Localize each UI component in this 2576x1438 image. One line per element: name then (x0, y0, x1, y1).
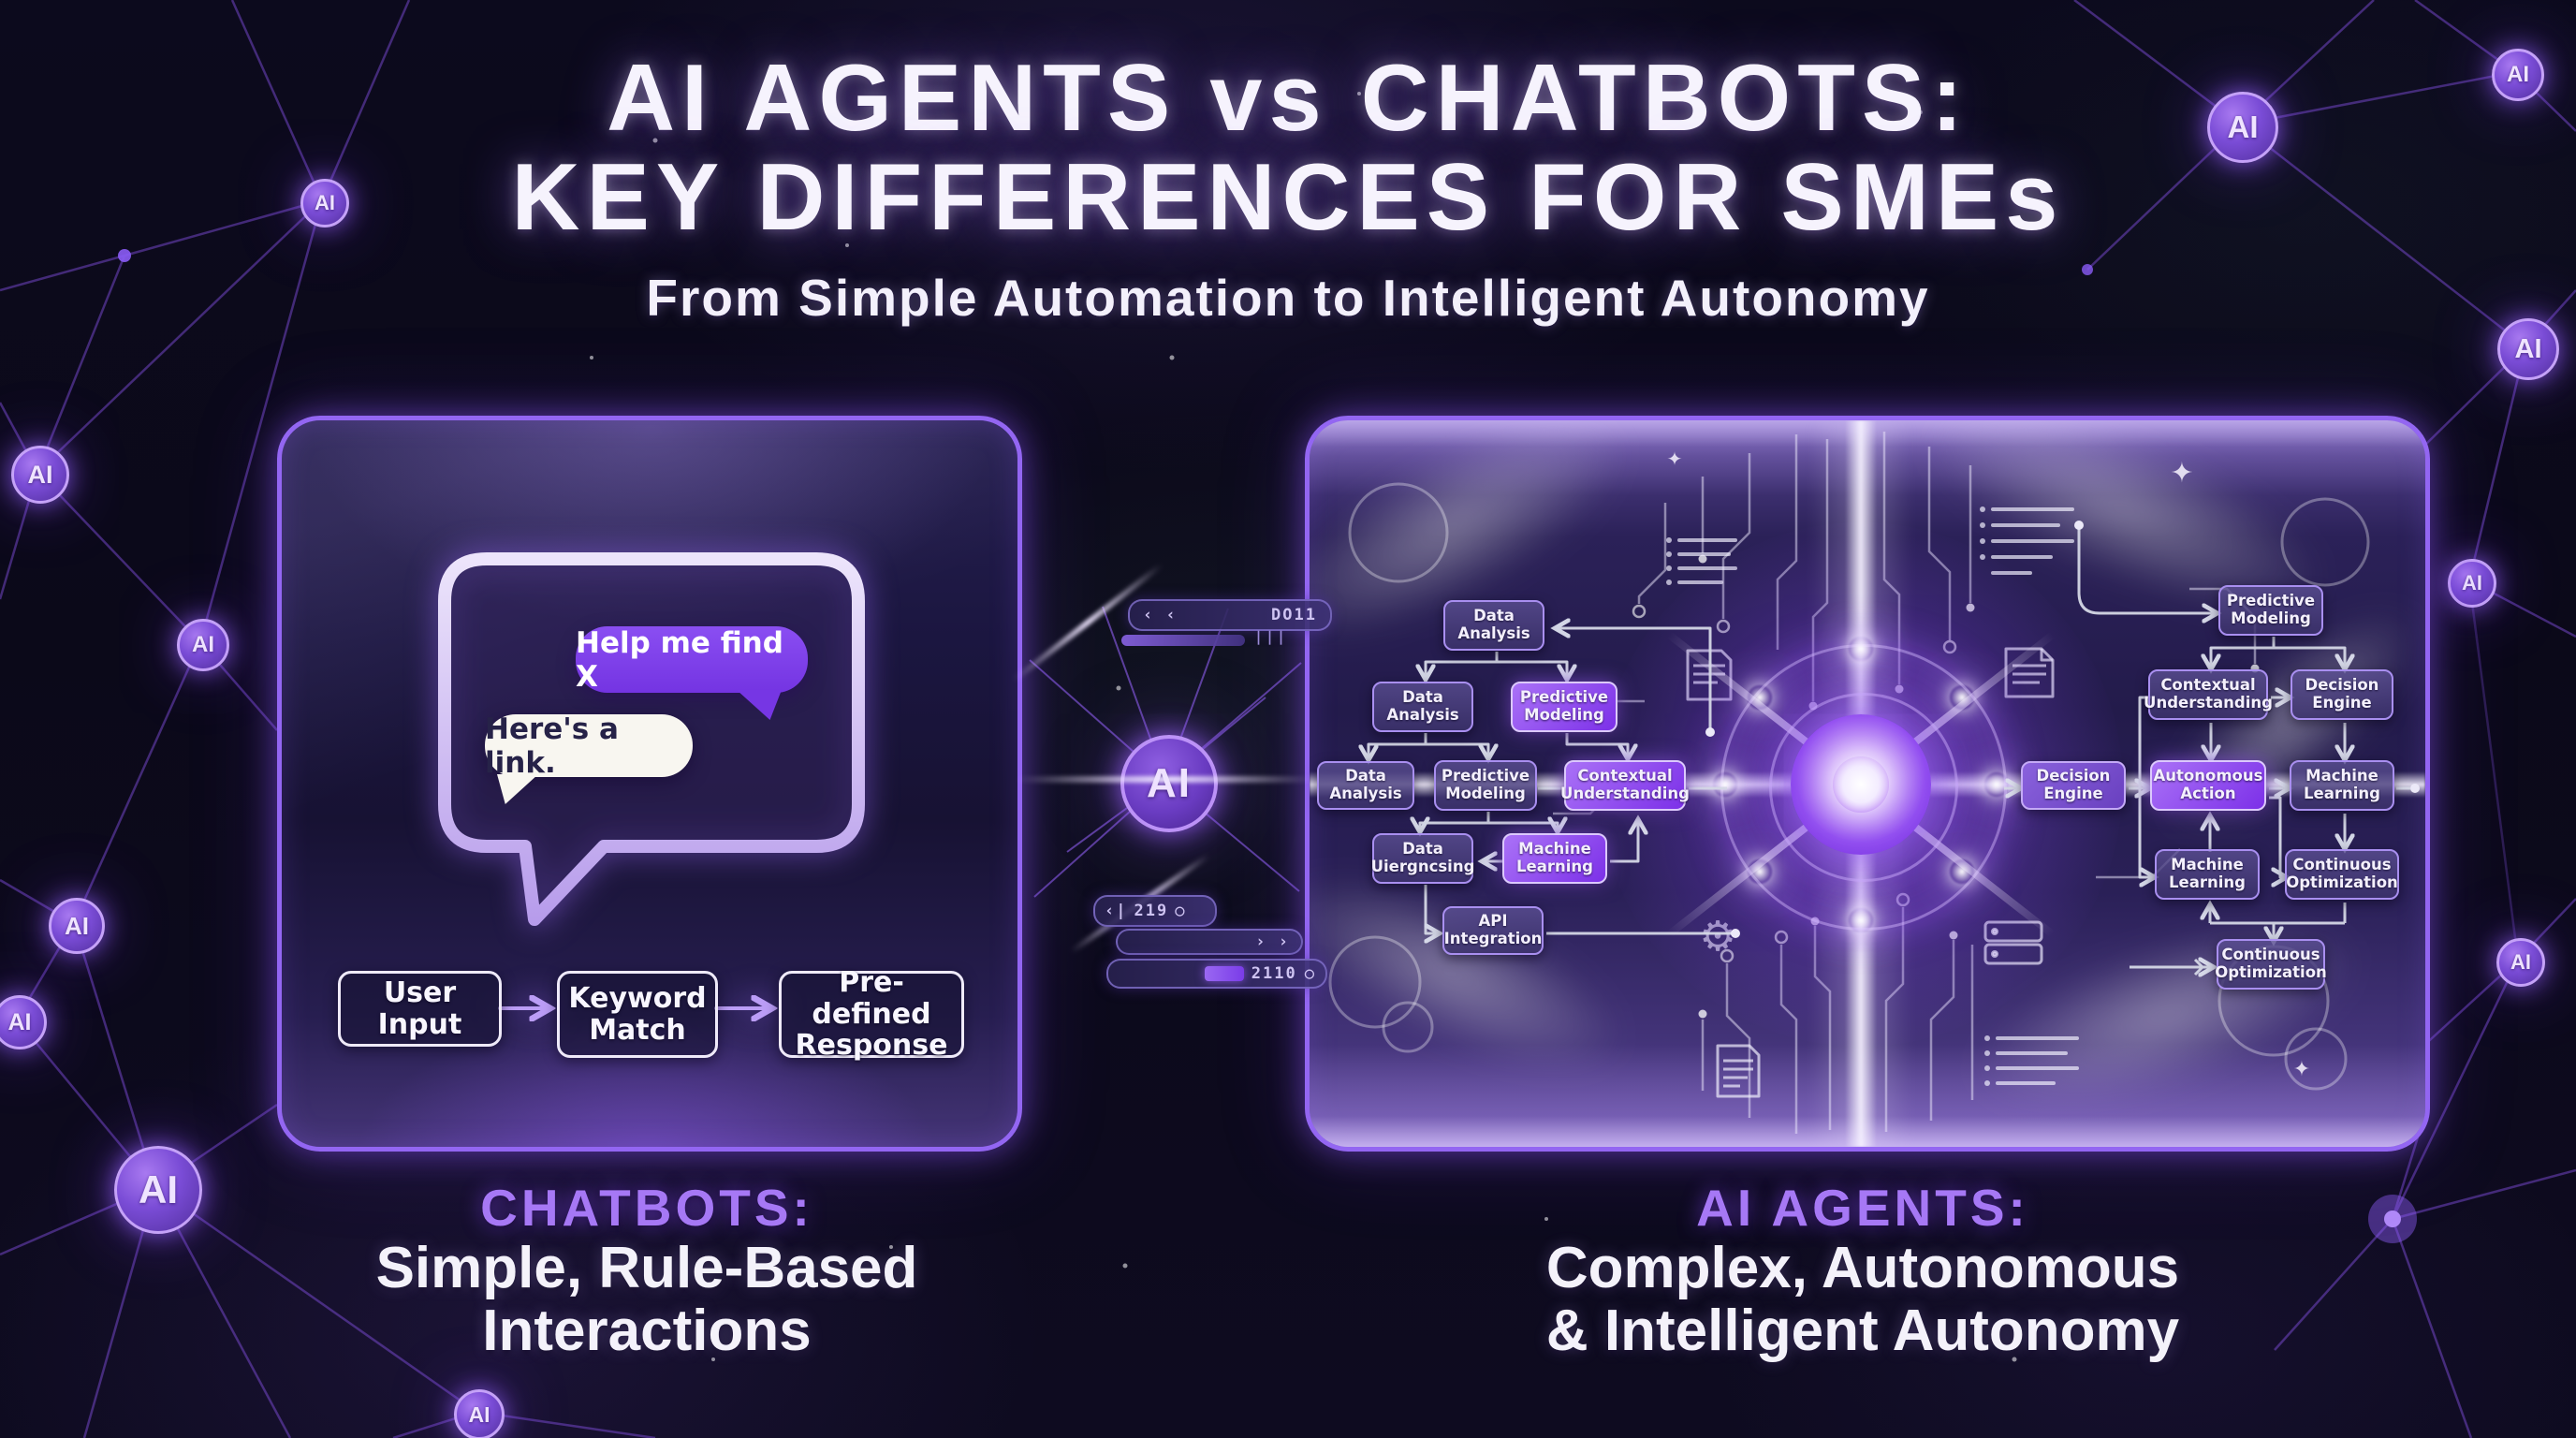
hud-bar-progress (1121, 635, 1245, 646)
list-icon (1996, 1036, 2079, 1085)
ai-agent-caption-line2: & Intelligent Autonomy (1545, 1298, 2180, 1363)
chevron-right-icon: › › (1255, 932, 1290, 951)
chatbot-caption: CHATBOTS: Simple, Rule-Based Interaction… (277, 1178, 1017, 1363)
lens-flare (1849, 637, 1873, 661)
hud-bottom-text: 2110 (1251, 964, 1297, 983)
agent-flow-connectors (1310, 521, 2420, 1147)
chatbot-caption-line2: Interactions (482, 1298, 812, 1363)
flow-step-keyword-match: Keyword Match (557, 971, 718, 1058)
divider-ai-badge: AI (1120, 735, 1218, 832)
ai-network-node: AI (177, 619, 229, 671)
ai-agent-panel: ✦✦✦ ⚙ (1305, 416, 2430, 1152)
ai-agent-caption-line1: Complex, Autonomous (1545, 1236, 2180, 1300)
sparkle-icon: ✦ ✦ ✦ (1667, 448, 2311, 1081)
ai-network-node: AI (11, 446, 69, 504)
page-title-line1: AI AGENTS vs CHATBOTS: (607, 46, 1969, 151)
ai-network-node: AI (0, 995, 47, 1049)
ai-network-node: AI (2496, 938, 2545, 987)
page-subtitle: From Simple Automation to Intelligent Au… (646, 269, 1930, 328)
core-bright-center (1833, 756, 1889, 813)
lens-flare (1849, 908, 1873, 932)
header: AI AGENTS vs CHATBOTS: KEY DIFFERENCES F… (0, 49, 2576, 328)
hud-bar-top: ‹ ‹ DO11 (1128, 599, 1332, 631)
lens-flare (1950, 859, 1974, 884)
hud-ticks: ||| (1254, 628, 1289, 645)
document-icon (1716, 1044, 1761, 1098)
hud-bar-left-bottom: ‹| 219 ○ (1093, 895, 1217, 927)
page-title-line2: KEY DIFFERENCES FOR SMEs (511, 145, 2065, 251)
lens-flare (1950, 685, 1974, 710)
user-chat-text: Help me find X (576, 625, 783, 694)
core-ring-inner (1769, 693, 1958, 882)
hud-bar-chevrons: › › (1116, 929, 1303, 955)
lens-flare (1713, 772, 1737, 797)
lens-flare (1748, 859, 1772, 884)
lens-flare (1748, 685, 1772, 710)
divider-ai-label: AI (1147, 760, 1192, 806)
ring-icon: ○ (1304, 964, 1316, 983)
hud-left-text: 219 (1134, 902, 1169, 920)
bot-chat-text: Here's a link. (485, 712, 619, 780)
ai-network-node: AI (2492, 49, 2544, 101)
chatbot-caption-line1: Simple, Rule-Based (375, 1236, 918, 1300)
svg-text:✦: ✦ (2170, 457, 2193, 490)
hud-bar-bottom: 2110 ○ (1106, 959, 1327, 989)
ai-network-node: AI (2497, 318, 2559, 380)
hud-bright-segment (1204, 966, 1244, 981)
chatbot-panel: Help me find X Here's a link. User Input… (277, 416, 1022, 1152)
chevron-left-icon: ‹| (1105, 902, 1128, 920)
ring-icon: ○ (1175, 902, 1187, 920)
flow-step-user-input: User Input (338, 971, 502, 1047)
user-chat-bubble: Help me find X (576, 625, 808, 694)
chevron-left-icon: ‹ ‹ (1143, 606, 1178, 624)
svg-text:✦: ✦ (2293, 1058, 2310, 1081)
list-icon (1991, 507, 2074, 575)
ai-network-node: AI (49, 898, 105, 954)
ai-agent-caption-title: AI AGENTS: (1696, 1179, 2029, 1237)
ai-agent-caption: AI AGENTS: Complex, Autonomous & Intelli… (1305, 1178, 2421, 1363)
bot-chat-bubble: Here's a link. (485, 712, 693, 780)
ai-network-node: AI (2448, 559, 2496, 608)
ai-network-node: AI (114, 1146, 202, 1234)
chatbot-caption-title: CHATBOTS: (480, 1179, 813, 1237)
lens-flare (1984, 772, 2009, 797)
ai-network-node: AI (300, 179, 349, 227)
ai-network-node: AI (2207, 92, 2278, 163)
ai-network-node: AI (454, 1389, 505, 1438)
flow-step-predefined-response: Pre-defined Response (779, 966, 964, 1062)
hud-top-text: DO11 (1271, 606, 1317, 624)
svg-text:✦: ✦ (1667, 448, 1683, 470)
light-streak-horizontal (1016, 776, 1315, 783)
